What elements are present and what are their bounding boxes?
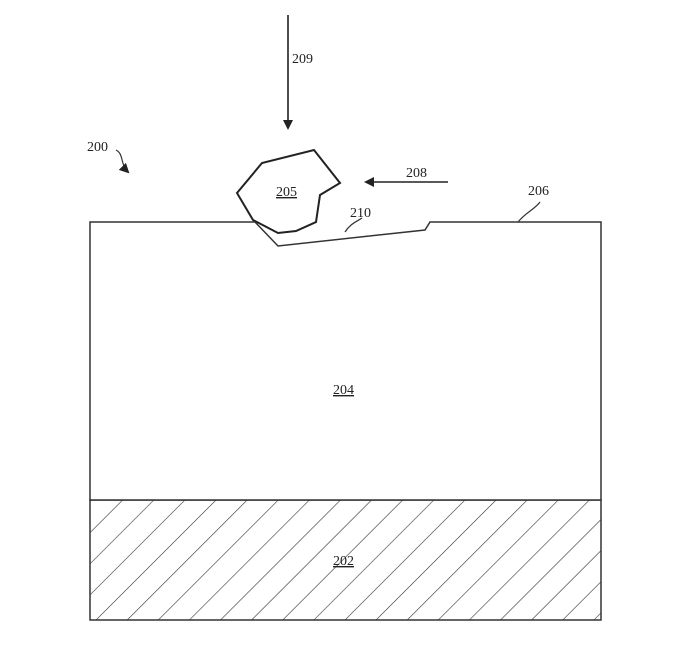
surface-leader xyxy=(517,201,541,223)
label-surface: 206 xyxy=(528,184,549,199)
label-gouge: 210 xyxy=(350,206,371,221)
substrate-region xyxy=(89,499,602,621)
label-vertical-force: 209 xyxy=(292,52,313,67)
layer-region xyxy=(89,221,602,501)
label-lateral-force: 208 xyxy=(406,166,427,181)
label-layer: 204 xyxy=(333,383,354,398)
gouge-leader xyxy=(344,217,363,233)
particle-shape xyxy=(235,148,342,235)
label-substrate: 202 xyxy=(333,554,354,569)
label-assembly: 200 xyxy=(87,140,108,155)
label-particle: 205 xyxy=(276,185,297,200)
assembly-leader xyxy=(115,149,130,174)
